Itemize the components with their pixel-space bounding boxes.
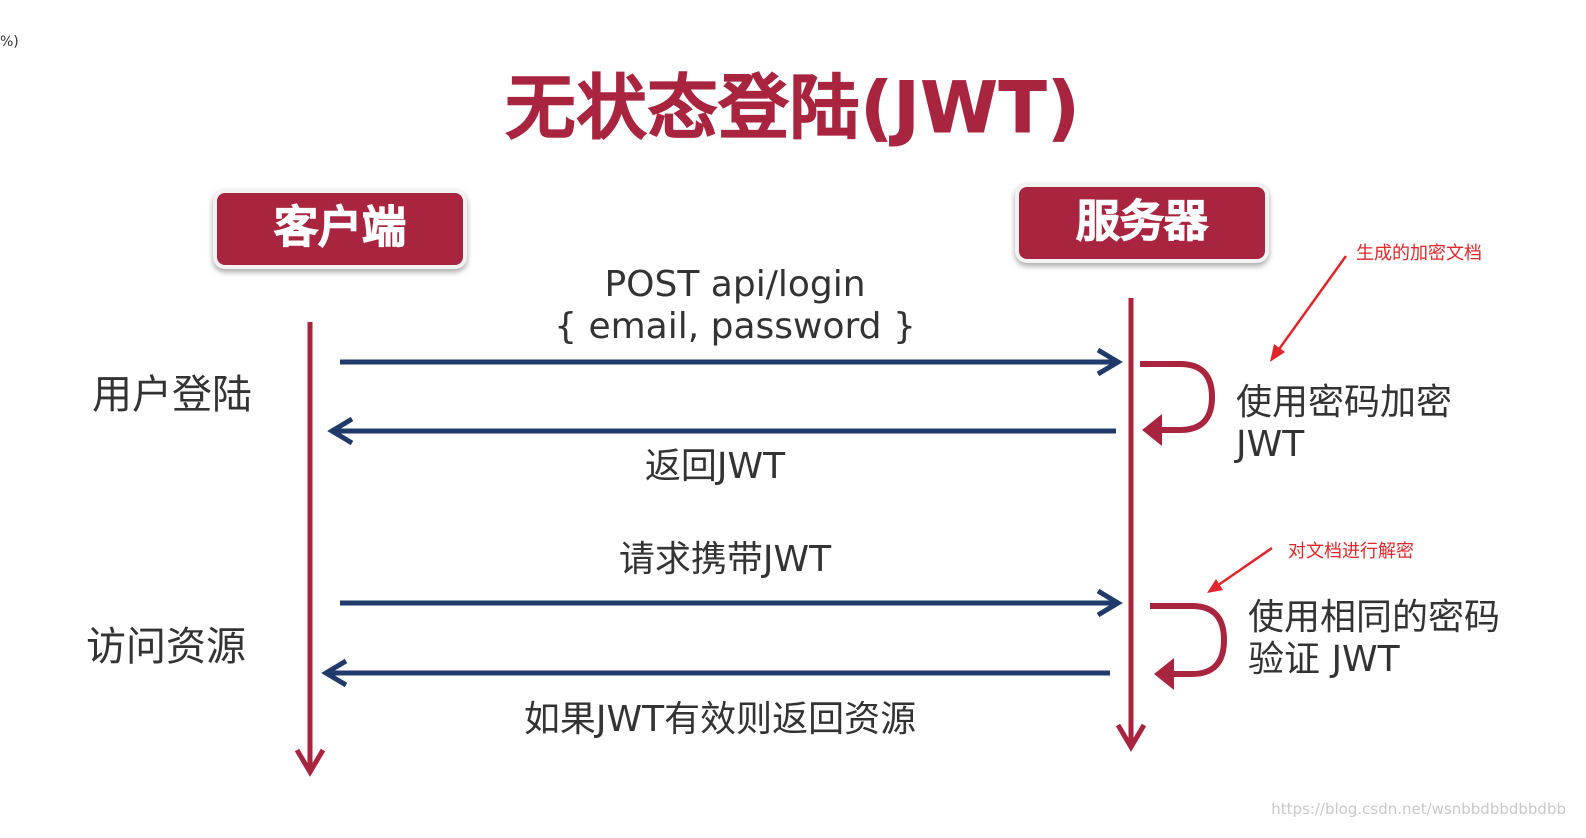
resource-request-arrow bbox=[340, 588, 1123, 618]
encrypt-note: 使用密码加密 JWT bbox=[1236, 382, 1452, 466]
verify-note-line-1: 使用相同的密码 bbox=[1248, 597, 1501, 638]
resource-request-label: 请求携带JWT bbox=[618, 539, 832, 580]
resource-response-label: 如果JWT有效则返回资源 bbox=[523, 699, 917, 740]
encrypt-note-line-1: 使用密码加密 bbox=[1236, 382, 1453, 423]
access-phase-label: 访问资源 bbox=[86, 624, 246, 670]
decrypt-annotation: 对文档进行解密 bbox=[1288, 541, 1414, 562]
encrypt-annotation-pointer bbox=[1270, 255, 1348, 362]
login-response-arrow bbox=[327, 416, 1116, 446]
encrypt-note-line-2: JWT bbox=[1236, 424, 1305, 465]
login-phase-label: 用户登陆 bbox=[92, 372, 252, 418]
login-request-line-1: POST api/login bbox=[604, 264, 866, 305]
client-lifeline bbox=[294, 322, 326, 777]
server-actor-box: 服务器 bbox=[1015, 183, 1269, 263]
decrypt-annotation-pointer bbox=[1207, 546, 1273, 593]
encrypt-annotation: 生成的加密文档 bbox=[1356, 243, 1482, 264]
client-actor-box: 客户端 bbox=[213, 189, 467, 269]
server-lifeline bbox=[1115, 298, 1147, 752]
verify-note-line-2: 验证 JWT bbox=[1248, 639, 1400, 680]
verify-self-loop bbox=[1150, 603, 1228, 690]
resource-response-arrow bbox=[321, 658, 1110, 688]
encrypt-self-loop bbox=[1140, 361, 1216, 446]
login-request-line-2: { email, password } bbox=[554, 306, 916, 347]
clipped-text-fragment: %) bbox=[0, 34, 19, 50]
verify-note: 使用相同的密码 验证 JWT bbox=[1248, 597, 1500, 681]
page-title: 无状态登陆(JWT) bbox=[505, 67, 1081, 150]
login-request-label: POST api/login { email, password } bbox=[530, 264, 940, 348]
login-response-label: 返回JWT bbox=[644, 446, 786, 487]
login-request-arrow bbox=[340, 347, 1123, 377]
watermark: https://blog.csdn.net/wsnbbdbbdbbdbb bbox=[1271, 800, 1566, 818]
